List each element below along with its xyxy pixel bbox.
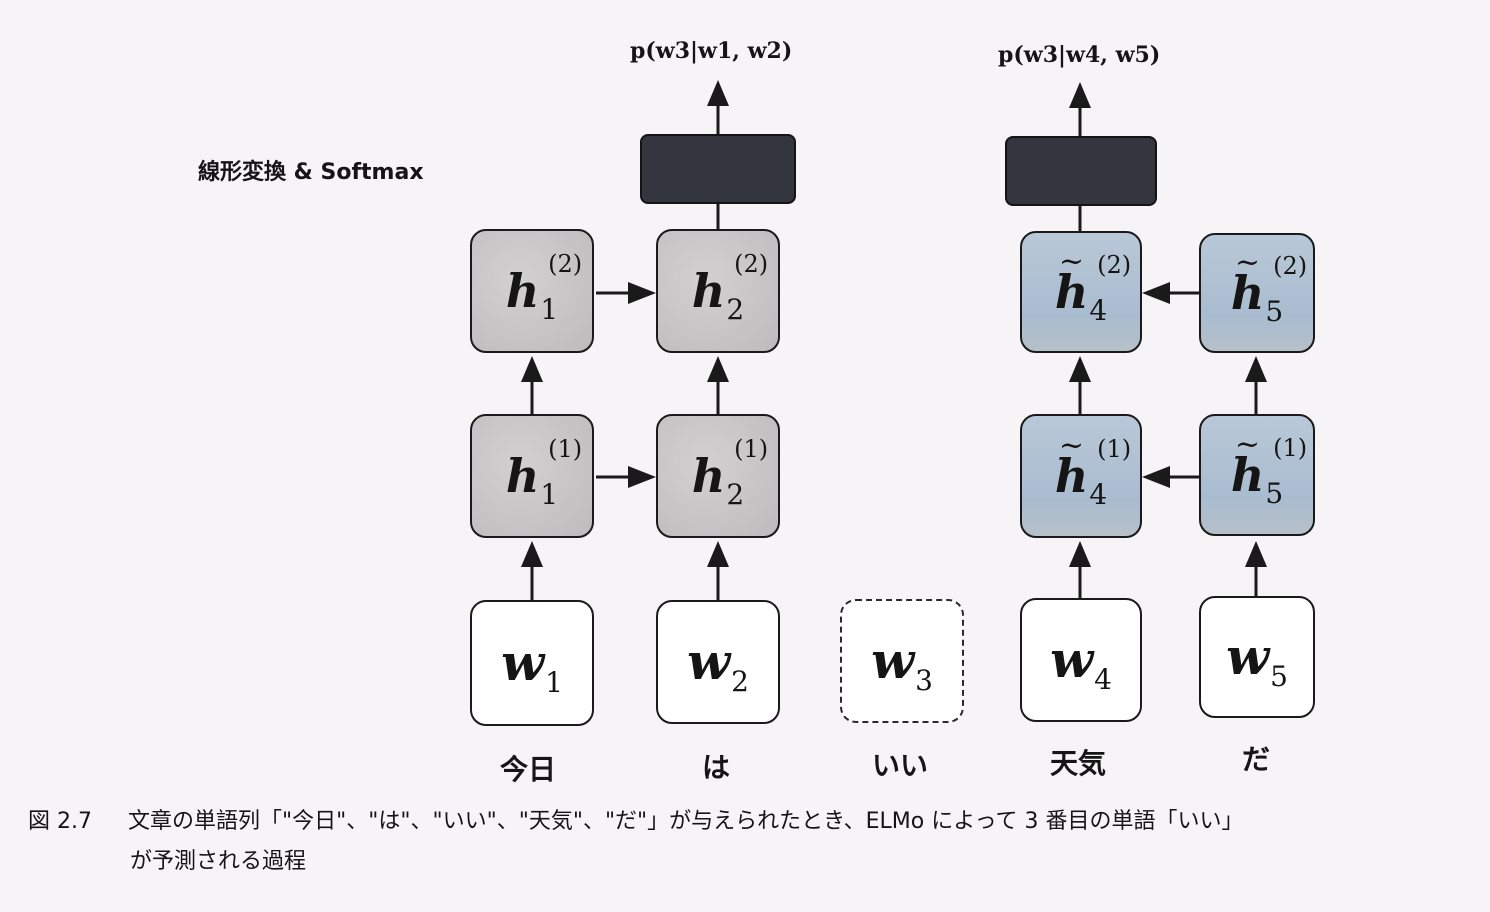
word-node-w2: w2	[656, 600, 780, 724]
arrow-w1-h1	[521, 541, 543, 600]
hidden-h2-layer2: h2(2)	[656, 229, 780, 353]
word-label-kyou: 今日	[500, 753, 557, 786]
arrow-w5-h5	[1245, 541, 1267, 596]
arrow-h5-h4-layer1	[1142, 466, 1199, 488]
softmax-side-label: 線形変換 & Softmax	[198, 160, 424, 185]
arrow-softmax-right-output	[1069, 82, 1091, 136]
output-prob-right: p(w3|w4, w5)	[998, 42, 1161, 68]
hidden-h4-tilde-layer1: ~h4(1)	[1020, 414, 1142, 538]
softmax-box-right	[1005, 136, 1157, 206]
word-node-w3-masked: w3	[840, 599, 964, 723]
arrow-h5-h4-layer2	[1142, 282, 1199, 304]
word-label-da: だ	[1242, 743, 1271, 776]
word-label-ii: いい	[872, 749, 929, 782]
hidden-h2-layer1: h2(1)	[656, 414, 780, 538]
word-label-tenki: 天気	[1050, 747, 1107, 780]
caption-line-1: 文章の単語列「"今日"、"は"、"いい"、"天気"、"だ"」が与えられたとき、E…	[127, 809, 1244, 834]
arrow-w2-h2	[707, 541, 729, 600]
hidden-h5-tilde-layer2: ~h5(2)	[1199, 233, 1315, 353]
hidden-h1-layer1: h1(1)	[470, 414, 594, 538]
arrow-h1-h2-layer1	[596, 466, 656, 488]
softmax-box-left	[640, 134, 796, 204]
hidden-h5-tilde-layer1: ~h5(1)	[1199, 414, 1315, 536]
arrow-h4l1-h4l2	[1069, 356, 1091, 414]
arrow-softmax-left-output	[707, 80, 729, 134]
word-node-w1: w1	[470, 600, 594, 726]
figure-number: 図 2.7	[28, 809, 92, 834]
arrow-h1l1-h1l2	[521, 356, 543, 414]
figure-caption: 図 2.7 文章の単語列「"今日"、"は"、"いい"、"天気"、"だ"」が与えら…	[28, 802, 1478, 882]
caption-line-2: が予測される過程	[130, 849, 307, 874]
hidden-h4-tilde-layer2: ~h4(2)	[1020, 231, 1142, 353]
arrow-h2l1-h2l2	[707, 356, 729, 414]
hidden-h1-layer2: h1(2)	[470, 229, 594, 353]
arrow-h5l1-h5l2	[1245, 356, 1267, 414]
word-node-w5: w5	[1199, 596, 1315, 718]
output-prob-left: p(w3|w1, w2)	[630, 38, 793, 64]
word-node-w4: w4	[1020, 598, 1142, 722]
arrow-w4-h4	[1069, 541, 1091, 598]
word-label-wa: は	[702, 751, 731, 784]
arrow-h1-h2-layer2	[596, 282, 656, 304]
